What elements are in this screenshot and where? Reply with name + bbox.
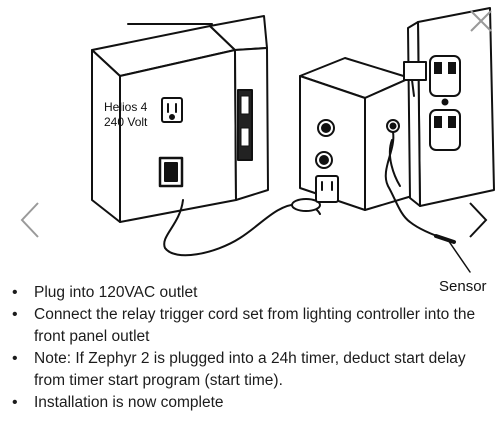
instruction-item: Connect the relay trigger cord set from …	[12, 304, 492, 348]
instruction-list: Plug into 120VAC outlet Connect the rela…	[0, 282, 500, 414]
instruction-item: Installation is now complete	[12, 392, 492, 414]
instruction-item: Plug into 120VAC outlet	[12, 282, 492, 304]
close-icon[interactable]	[468, 8, 494, 34]
chevron-left-icon[interactable]	[18, 200, 42, 240]
installation-diagram	[91, 7, 495, 273]
chevron-right-icon[interactable]	[466, 200, 490, 240]
device-model: Helios 4	[104, 100, 148, 114]
helios-controller-box	[91, 15, 269, 223]
device-label: Helios 4 240 Volt	[104, 100, 147, 130]
wall-outlet	[407, 7, 495, 207]
relay-box	[299, 57, 413, 211]
device-voltage: 240 Volt	[104, 115, 148, 129]
instruction-item: Note: If Zephyr 2 is plugged into a 24h …	[12, 348, 492, 392]
